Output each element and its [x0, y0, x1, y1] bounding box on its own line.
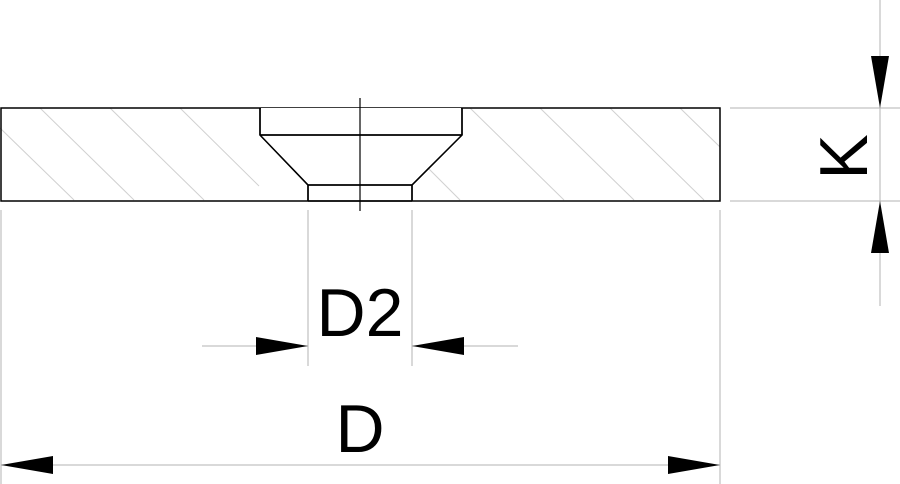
d2-arrow-left	[256, 337, 308, 355]
k-label: K	[806, 134, 882, 179]
d-dimension: D	[1, 391, 720, 474]
disc-part	[0, 98, 721, 211]
k-arrow-bottom	[871, 201, 889, 253]
d-arrow-left	[1, 456, 53, 474]
d-label: D	[335, 391, 384, 467]
countersink-hole-edges	[259, 108, 463, 202]
d2-dimension: D2	[202, 275, 518, 355]
d2-arrow-right	[412, 337, 464, 355]
k-arrow-top	[871, 56, 889, 108]
d-arrow-right	[668, 456, 720, 474]
k-dimension: K	[806, 56, 889, 253]
countersink-cone	[261, 136, 461, 184]
section-hatching	[0, 107, 721, 201]
hole-cavity-fill	[261, 108, 461, 134]
d2-label: D2	[317, 275, 404, 351]
